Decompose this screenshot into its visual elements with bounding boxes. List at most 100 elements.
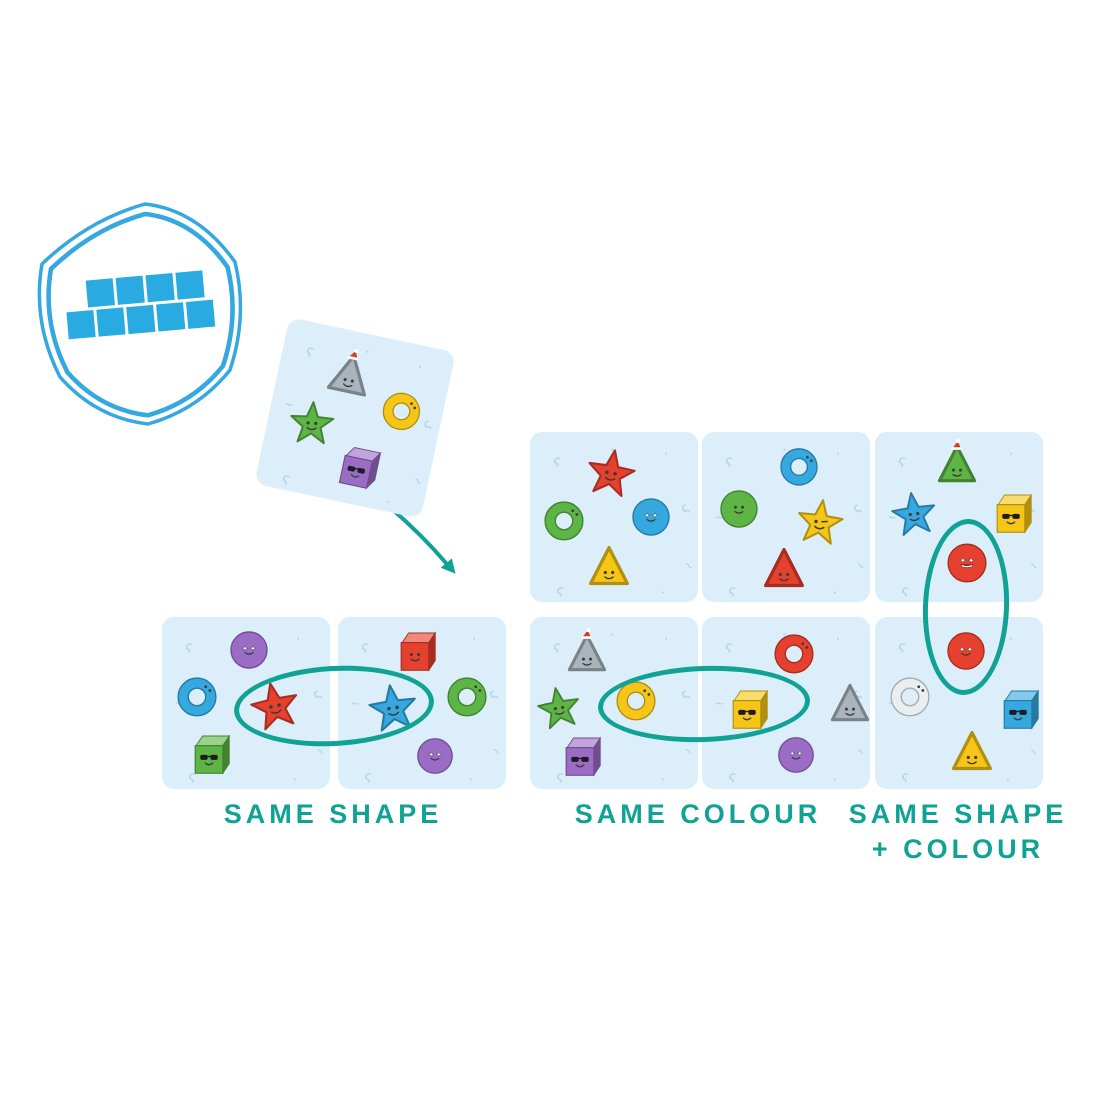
green-cube-icon <box>186 730 232 776</box>
squiggle-decoration: · <box>1009 445 1014 461</box>
squiggle-decoration: · <box>836 445 841 461</box>
tile-cell <box>66 310 96 340</box>
tile-cell <box>115 275 145 305</box>
yellow-ring-icon <box>613 677 659 723</box>
tile-cell <box>156 302 186 332</box>
tile-cell <box>185 299 216 329</box>
tile-cell <box>175 270 205 300</box>
squiggle-decoration: ~ <box>852 743 869 760</box>
squiggle-decoration: ς <box>900 767 911 784</box>
same-shape-colour-card-2: ς·ς~ς··~ <box>875 617 1043 789</box>
green-ring-icon <box>541 497 587 543</box>
squiggle-decoration: · <box>833 585 838 600</box>
squiggle-decoration: · <box>296 630 301 646</box>
yellow-star-icon <box>791 494 847 550</box>
blue-cube-icon <box>995 685 1041 731</box>
tile-cell <box>96 307 126 337</box>
red-cube-icon <box>392 627 438 673</box>
squiggle-decoration: ς <box>727 580 738 598</box>
squiggle-decoration: · <box>1006 771 1011 787</box>
gray-triangle-icon <box>828 681 870 725</box>
squiggle-decoration: · <box>610 627 615 643</box>
same-shape-card-1: ς·ς~ς··~ <box>162 617 330 789</box>
squiggle-decoration: ς <box>183 636 195 654</box>
squiggle-decoration: ~ <box>1025 743 1042 760</box>
purple-ball-icon <box>414 735 456 777</box>
red-triangle-icon <box>761 545 807 591</box>
white-ring-icon <box>887 673 933 719</box>
red-ring-icon <box>771 630 817 676</box>
squiggle-decoration: ς <box>363 767 374 784</box>
squiggle-decoration: · <box>836 630 841 646</box>
squiggle-decoration: ς <box>896 636 908 654</box>
yellow-cube-icon <box>988 489 1034 535</box>
gray-triangle-icon <box>323 346 378 401</box>
squiggle-decoration: ~ <box>680 743 697 760</box>
green-ring-icon <box>444 673 490 719</box>
squiggle-decoration: · <box>416 358 424 375</box>
green-ball-icon <box>717 487 761 531</box>
purple-ball-icon <box>227 628 271 672</box>
squiggle-decoration: ~ <box>488 743 505 760</box>
tile-layout-blob <box>30 192 260 437</box>
green-star-icon <box>532 682 585 735</box>
red-star-icon <box>244 676 306 738</box>
squiggle-decoration: ~ <box>1025 557 1042 574</box>
same-shape-colour-card-1: ς·ς~ς··~ <box>875 432 1043 602</box>
squiggle-decoration: ς <box>900 580 911 598</box>
blue-ring-icon <box>777 444 821 488</box>
squiggle-decoration: · <box>833 771 838 787</box>
yellow-triangle-icon <box>586 543 632 589</box>
same-colour-label: SAME COLOUR <box>574 799 822 829</box>
blue-ring-icon <box>174 673 220 719</box>
squiggle-decoration: ~ <box>680 557 697 574</box>
red-ball-icon <box>944 629 988 673</box>
squiggle-decoration: ς <box>551 451 563 469</box>
tile-cell <box>85 278 115 308</box>
yellow-cube-icon <box>724 685 770 731</box>
squiggle-decoration: · <box>469 771 474 787</box>
purple-cube-icon <box>330 438 385 493</box>
arrow-icon <box>390 507 456 574</box>
squiggle-decoration: ~ <box>852 557 869 574</box>
squiggle-decoration: · <box>664 630 669 646</box>
squiggle-decoration: ς <box>303 341 318 359</box>
tile-cell <box>126 304 156 335</box>
yellow-triangle-icon <box>949 728 995 774</box>
squiggle-decoration: · <box>293 771 298 787</box>
squiggle-decoration: ς <box>280 468 294 486</box>
same-shape-label: SAME SHAPE <box>223 799 443 829</box>
squiggle-decoration: · <box>384 494 392 510</box>
purple-ball-icon <box>775 734 817 776</box>
red-ball-icon <box>944 540 990 586</box>
squiggle-decoration: ς <box>677 499 692 516</box>
gray-triangle-icon <box>565 628 609 675</box>
same-colour-card-4: ς·ς~ς··~ <box>702 617 870 789</box>
squiggle-decoration: ς <box>723 636 735 654</box>
blue-ball-icon <box>629 495 673 539</box>
squiggle-decoration: ς <box>723 451 735 469</box>
green-triangle-icon <box>935 439 979 486</box>
same-shape-colour-label-line1: SAME SHAPE <box>848 799 1068 829</box>
red-star-icon <box>581 443 641 503</box>
same-colour-card-1: ς·ς~ς··~ <box>530 432 698 602</box>
same-colour-card-2: ς·ς~ς··~ <box>702 432 870 602</box>
squiggle-decoration: ς <box>421 415 433 432</box>
squiggle-decoration: ς <box>896 451 908 469</box>
squiggle-decoration: · <box>664 445 669 461</box>
squiggle-decoration: · <box>1009 630 1014 646</box>
squiggle-decoration: ς <box>551 636 563 654</box>
green-star-icon <box>287 397 338 448</box>
same-shape-card-2: ς·ς~ς··~ <box>338 617 506 789</box>
same-colour-card-3: ς·ς~ς··~ <box>530 617 698 789</box>
squiggle-decoration: ς <box>849 499 864 516</box>
squiggle-decoration: ς <box>359 636 371 654</box>
squiggle-decoration: · <box>472 630 477 646</box>
blue-star-icon <box>887 486 941 540</box>
yellow-ring-icon <box>376 384 428 436</box>
purple-cube-icon <box>557 732 603 778</box>
same-shape-colour-label-line2: + COLOUR <box>871 834 1045 865</box>
example-card: ς·ς~ς··~ <box>254 317 456 519</box>
squiggle-decoration: ς <box>555 580 566 598</box>
